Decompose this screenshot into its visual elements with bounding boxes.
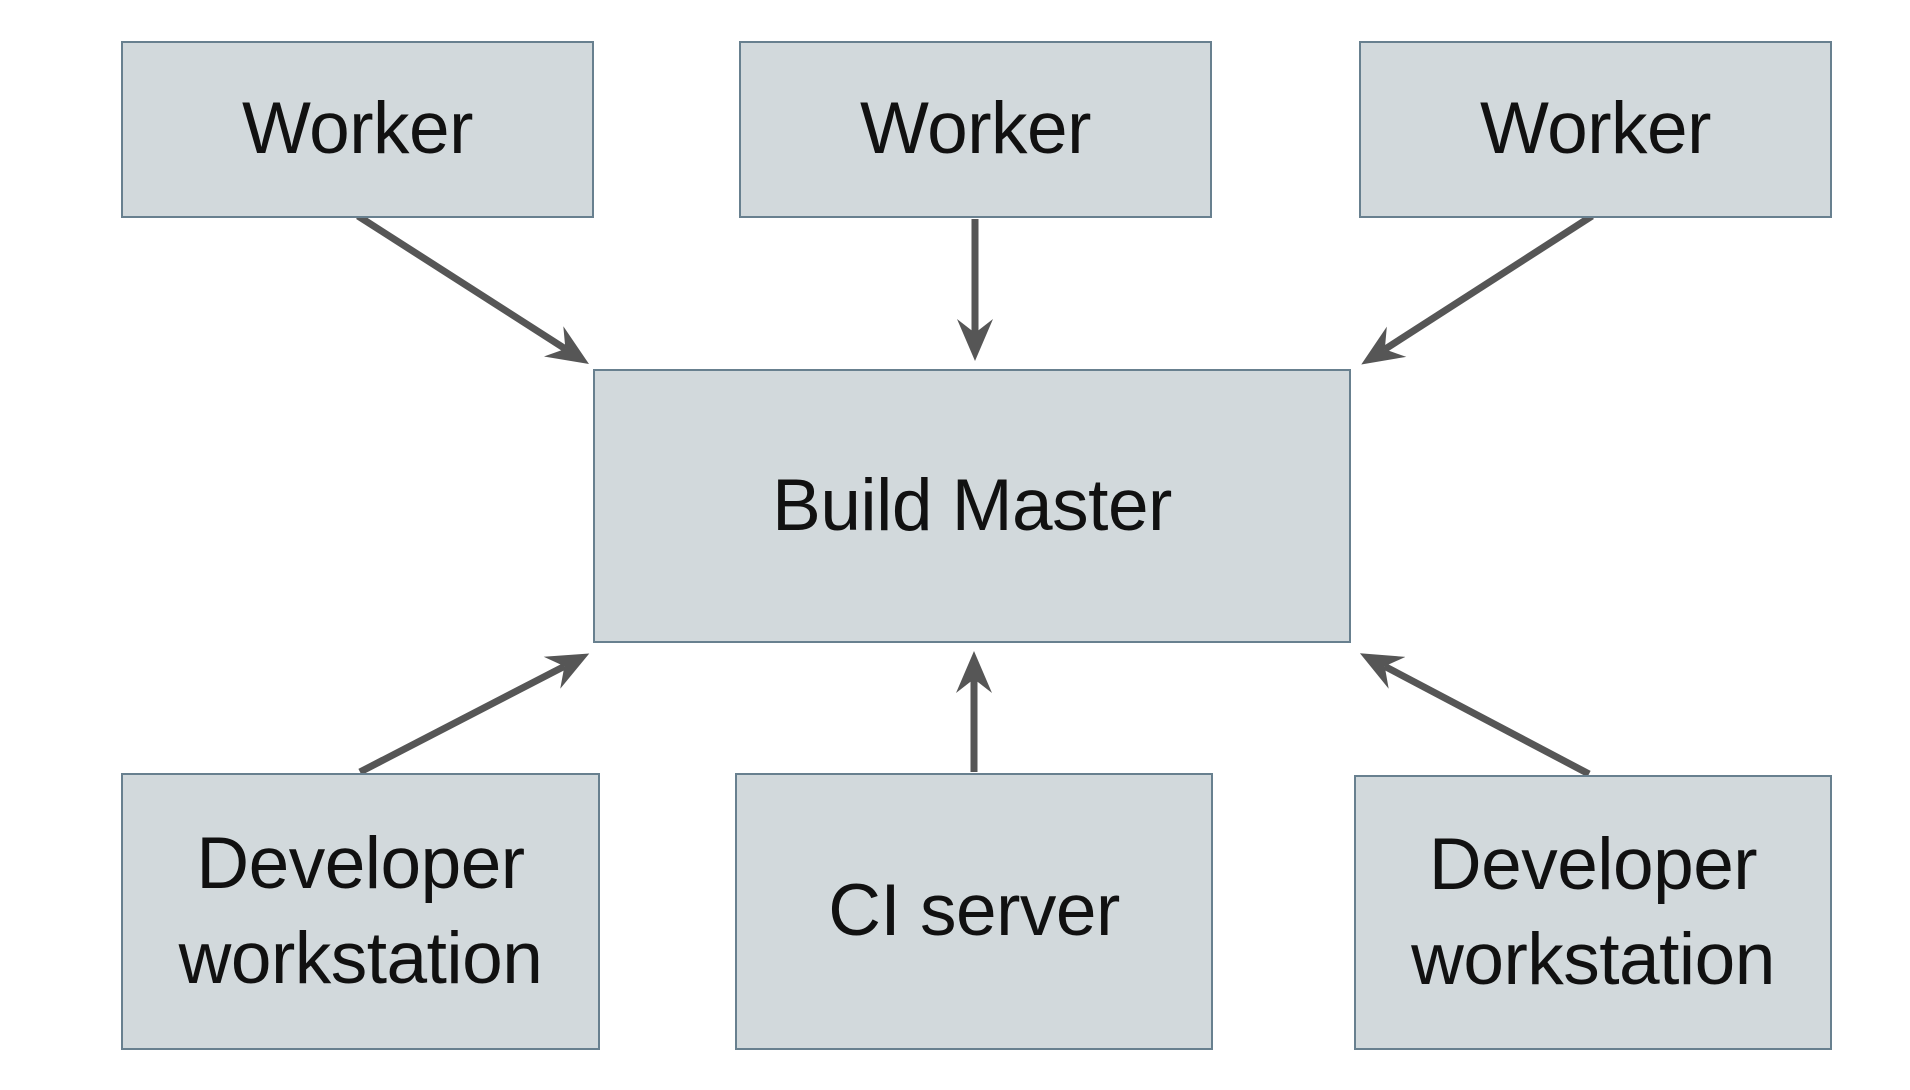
node-worker-center: Worker — [739, 41, 1212, 218]
arrow-developer-workstation-left-to-build-master — [358, 653, 590, 776]
arrow-developer-workstation-right-to-build-master — [1359, 653, 1591, 778]
node-worker-left: Worker — [121, 41, 594, 218]
node-label: Developer workstation — [1411, 823, 1775, 1000]
arrow-worker-left-to-build-master — [356, 213, 589, 365]
node-build-master: Build Master — [593, 369, 1351, 643]
node-label: CI server — [828, 870, 1120, 952]
node-label: Worker — [860, 88, 1091, 170]
node-worker-right: Worker — [1359, 41, 1832, 218]
node-ci-server: CI server — [735, 773, 1213, 1050]
node-label: Developer workstation — [178, 822, 543, 999]
node-label: Worker — [1480, 88, 1711, 170]
node-developer-workstation-left: Developer workstation — [121, 773, 600, 1050]
node-label: Worker — [242, 88, 473, 170]
node-label: Build Master — [772, 464, 1172, 546]
arrow-worker-right-to-build-master — [1361, 213, 1594, 365]
node-developer-workstation-right: Developer workstation — [1354, 775, 1832, 1050]
